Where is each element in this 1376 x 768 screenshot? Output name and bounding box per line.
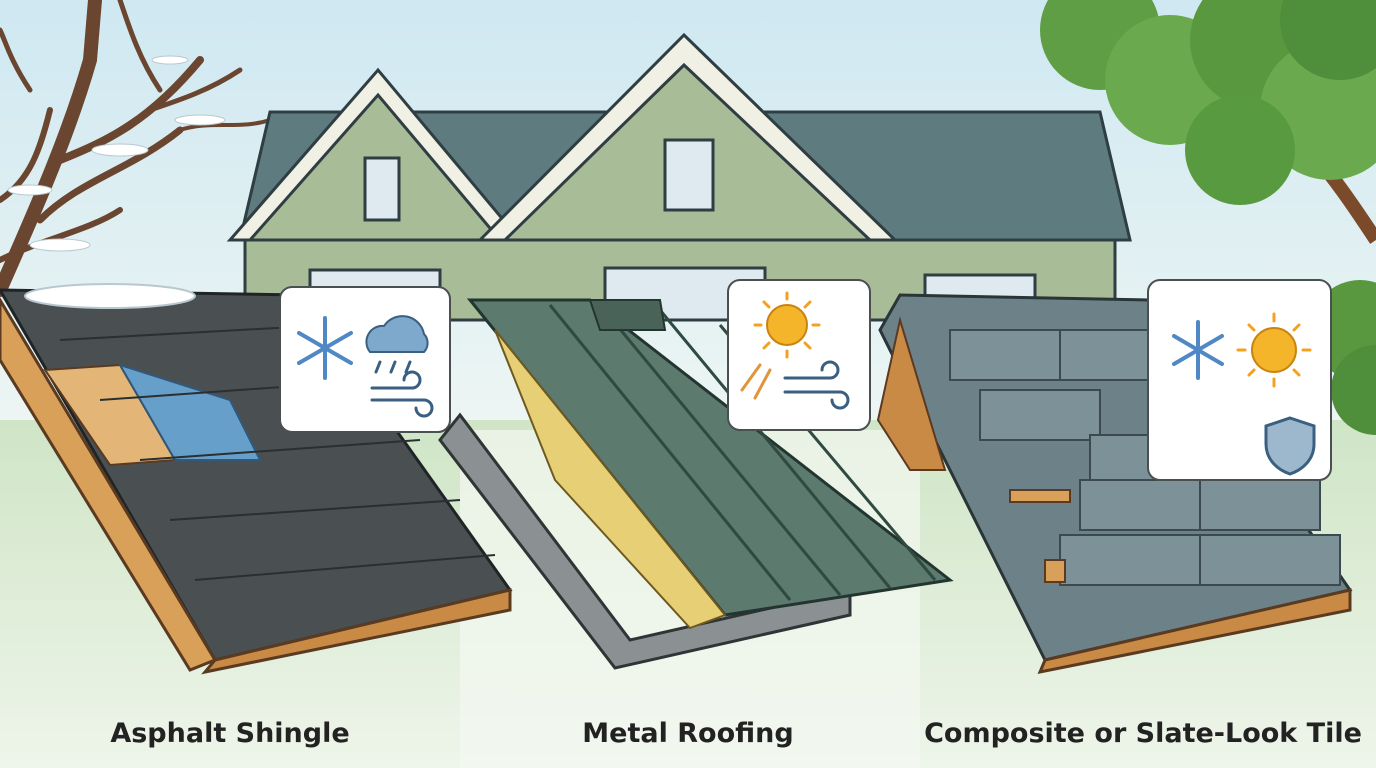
leafy-tree: [1040, 0, 1376, 435]
weather-card-asphalt: [279, 286, 451, 433]
sun-icon: [740, 291, 821, 400]
weather-card-metal: [727, 279, 871, 431]
snowflake-icon: [1172, 320, 1224, 380]
snowflake-icon: [297, 316, 353, 380]
snow-on-branches: [7, 55, 226, 252]
metal-roofing-caption: Metal Roofing: [582, 718, 794, 749]
wind-icon: [783, 360, 850, 410]
shield-icon: [1264, 416, 1316, 476]
sun-icon: [1236, 312, 1312, 388]
bare-winter-tree: [0, 0, 272, 297]
asphalt-shingle-roof-section: [0, 288, 513, 675]
asphalt-shingle-caption: Asphalt Shingle: [110, 718, 350, 749]
snow-on-roof: [24, 283, 196, 309]
rain-cloud-icon: [365, 315, 429, 374]
composite-slate-tile-caption: Composite or Slate-Look Tile: [924, 718, 1362, 749]
weather-card-tile: [1147, 279, 1332, 481]
wind-icon: [370, 370, 434, 418]
metal-roofing-section: [438, 298, 954, 670]
